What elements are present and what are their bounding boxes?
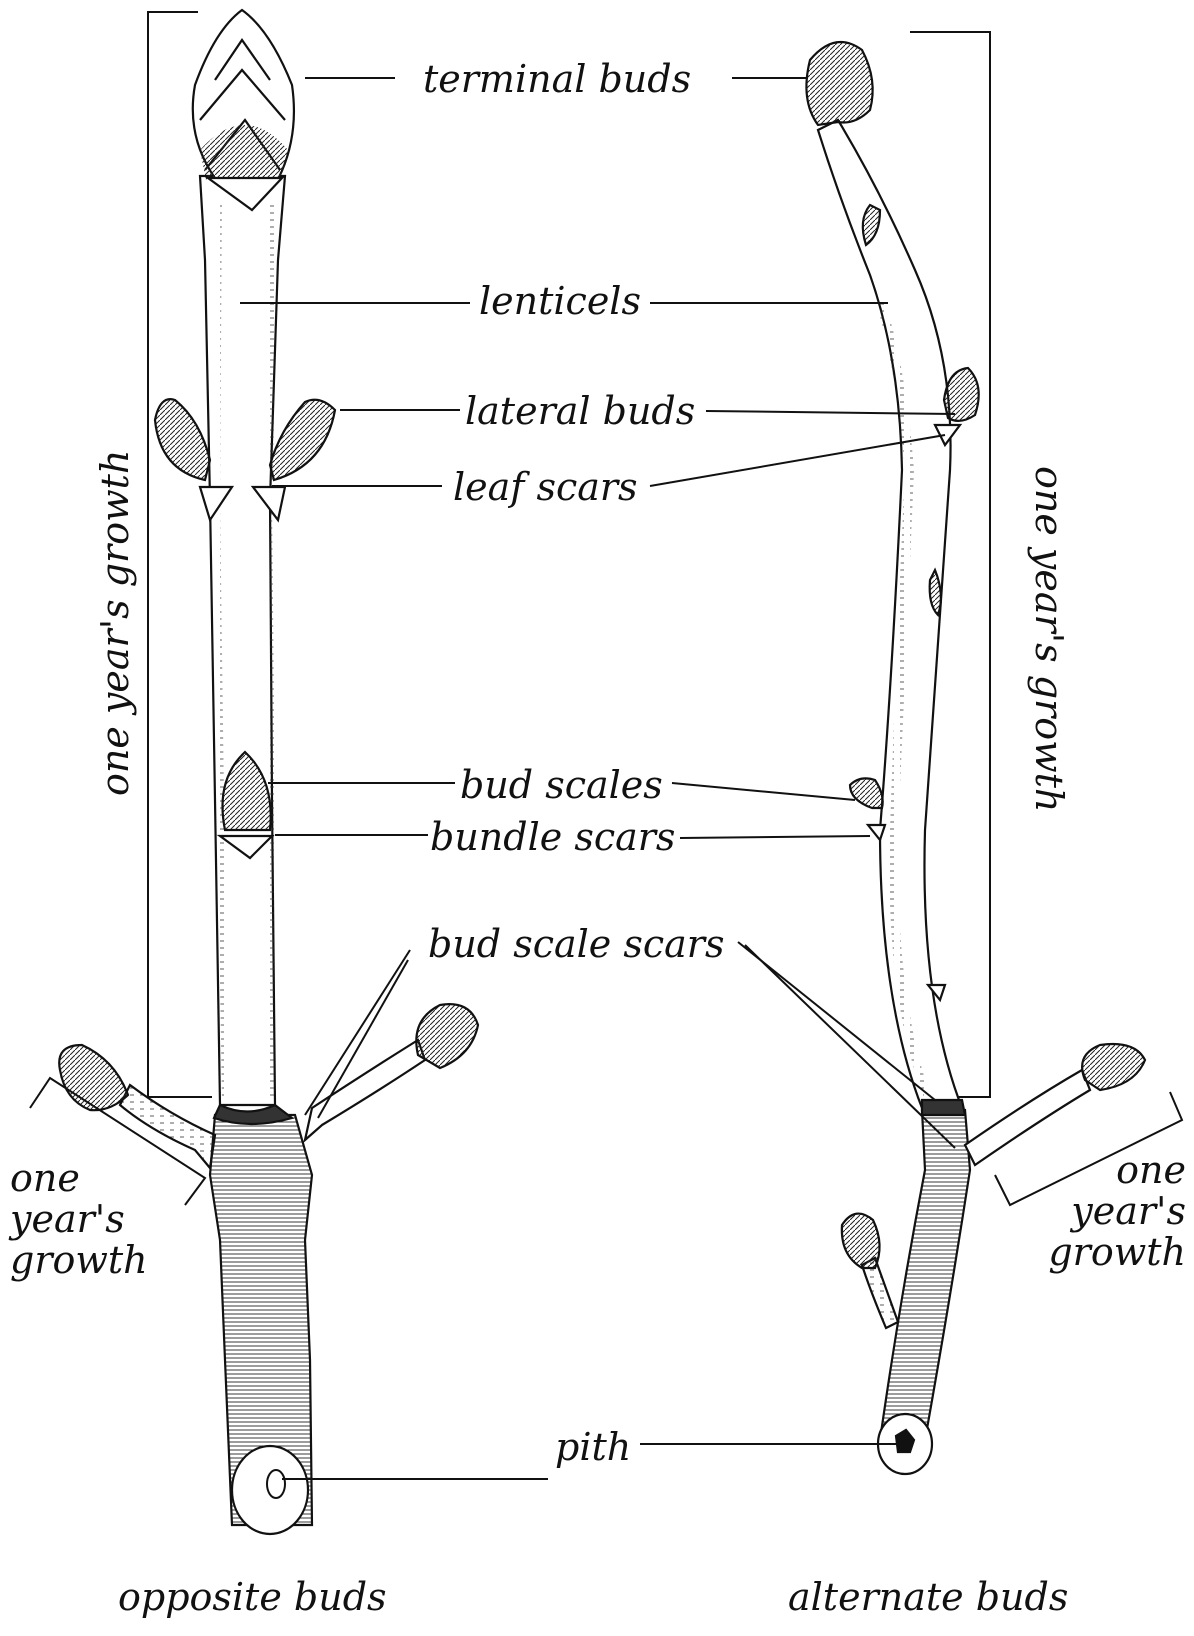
label-growth-right: growth [1048,1232,1186,1273]
label-growth-left: growth [10,1240,148,1281]
label-one-left: one [10,1158,148,1199]
label-branch-growth-left: one year's growth [10,1158,148,1281]
label-terminal-buds: terminal buds [423,60,691,98]
label-one-right: one [1048,1150,1186,1191]
label-lenticels: lenticels [479,282,641,320]
label-one-years-growth-right: one year's growth [1030,466,1068,796]
label-bundle-scars: bundle scars [430,818,675,856]
label-years-left: year's [10,1199,148,1240]
caption-opposite-buds: opposite buds [118,1578,387,1616]
label-years-right: year's [1048,1191,1186,1232]
label-bud-scale-scars: bud scale scars [428,925,724,963]
label-pith: pith [555,1428,631,1466]
label-leaf-scars: leaf scars [453,468,638,506]
label-bud-scales: bud scales [460,766,663,804]
label-one-years-growth-left: one year's growth [96,466,134,796]
caption-alternate-buds: alternate buds [788,1578,1068,1616]
label-lateral-buds: lateral buds [465,392,695,430]
label-branch-growth-right: one year's growth [1048,1150,1186,1273]
